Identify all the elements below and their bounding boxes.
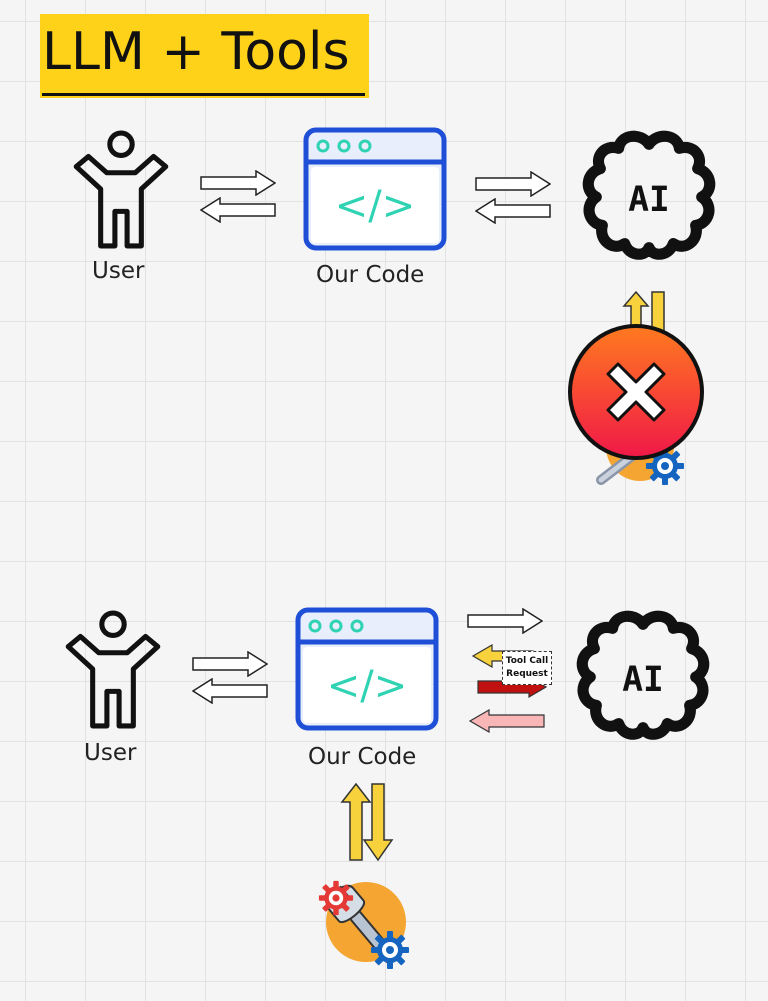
top-ai-text: AI — [628, 180, 670, 220]
bottom-ai-brain-icon: AI — [576, 610, 710, 740]
top-code-label: Our Code — [316, 262, 425, 288]
error-x-icon — [568, 324, 704, 460]
top-user-label: User — [92, 258, 145, 284]
diagram-title-text: LLM + Tools — [42, 22, 350, 82]
bottom-tools-icon — [318, 880, 409, 969]
top-code-to-user-arrow — [200, 197, 276, 223]
bottom-code-to-user-arrow — [192, 678, 268, 704]
top-code-to-ai-arrow — [475, 171, 551, 197]
tool-call-request-note: Tool Call Request — [502, 651, 552, 685]
top-ai-to-code-arrow — [475, 198, 551, 224]
bottom-ai-text: AI — [622, 660, 664, 700]
title-underline — [42, 93, 365, 96]
diagram-title: LLM + Tools — [40, 14, 369, 98]
bottom-code-label: Our Code — [308, 744, 417, 770]
top-ai-brain-icon: AI — [582, 130, 716, 260]
bottom-code-tools-arrows — [340, 782, 394, 862]
top-browser-code-icon: </> — [303, 127, 447, 251]
bottom-code-to-ai-arrow — [467, 608, 543, 634]
bottom-browser-code-icon: </> — [295, 607, 439, 731]
bottom-user-person-icon — [62, 608, 164, 730]
bottom-code-glyph: </> — [327, 663, 408, 709]
tool-call-note-line1: Tool Call — [505, 656, 549, 666]
user-person-icon — [70, 128, 172, 250]
top-code-glyph: </> — [335, 183, 416, 229]
bottom-user-label: User — [84, 740, 137, 766]
tool-call-note-line2: Request — [506, 669, 548, 679]
top-user-to-code-arrow — [200, 170, 276, 196]
bottom-ai-to-code-arrow — [469, 709, 545, 733]
bottom-user-to-code-arrow — [192, 651, 268, 677]
